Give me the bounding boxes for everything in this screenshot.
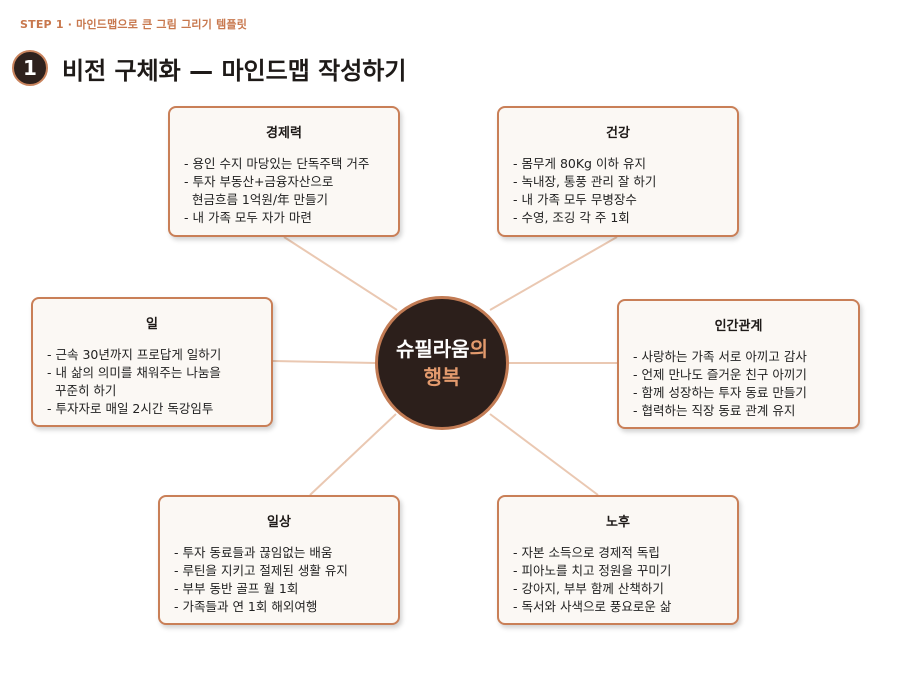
list-item: - 용인 수지 마당있는 단독주택 거주 (184, 156, 370, 171)
list-item: - 투자자로 매일 2시간 독강임투 (47, 401, 214, 416)
card-title: 노후 (606, 515, 630, 530)
card-daily: 일상 - 투자 동료들과 끊임없는 배움 - 루틴을 지키고 절제된 생활 유지… (158, 495, 400, 625)
card-title: 일 (146, 317, 158, 332)
card-work: 일 - 근속 30년까지 프로답게 일하기 - 내 삶의 의미를 채워주는 나눔… (31, 297, 273, 427)
central-topic-main: 슈필라움 (395, 337, 470, 361)
list-item: - 언제 만나도 즐거운 친구 아끼기 (633, 367, 807, 382)
card-retirement: 노후 - 자본 소득으로 경제적 독립 - 피아노를 치고 정원을 꾸미기 - … (497, 495, 739, 625)
connector-economy (283, 236, 398, 311)
list-item: 꾸준히 하기 (47, 383, 117, 398)
list-item: - 투자 부동산+금융자산으로 (184, 174, 334, 189)
section-header: 1 비전 구체화 — 마인드맵 작성하기 (12, 50, 406, 86)
list-item: - 부부 동반 골프 월 1회 (174, 581, 299, 596)
card-economy: 경제력 - 용인 수지 마당있는 단독주택 거주 - 투자 부동산+금융자산으로… (168, 106, 400, 237)
list-item: - 투자 동료들과 끊임없는 배움 (174, 545, 333, 560)
list-item: - 몸무게 80Kg 이하 유지 (513, 156, 646, 171)
central-topic-node: 슈필라움의 행복 (375, 296, 509, 430)
card-relations: 인간관계 - 사랑하는 가족 서로 아끼고 감사 - 언제 만나도 즐거운 친구… (617, 299, 860, 429)
central-topic-accent: 의 (469, 337, 488, 361)
list-item: 현금흐름 1억원/年 만들기 (184, 192, 329, 207)
card-title: 경제력 (266, 126, 302, 141)
list-item: - 내 삶의 의미를 채워주는 나눔을 (47, 365, 221, 380)
list-item: - 협력하는 직장 동료 관계 유지 (633, 403, 796, 418)
card-title: 인간관계 (714, 319, 763, 334)
list-item: - 사랑하는 가족 서로 아끼고 감사 (633, 349, 807, 364)
page-title: 비전 구체화 — 마인드맵 작성하기 (62, 56, 407, 85)
connector-health (489, 236, 618, 311)
connector-work (272, 360, 377, 364)
card-health: 건강 - 몸무게 80Kg 이하 유지 - 녹내장, 통풍 관리 잘 하기 - … (497, 106, 739, 237)
step-number-badge: 1 (12, 50, 48, 86)
list-item: - 가족들과 연 1회 해외여행 (174, 599, 318, 614)
list-item: - 강아지, 부부 함께 산책하기 (513, 581, 664, 596)
card-title: 일상 (267, 515, 291, 530)
list-item: - 수영, 조깅 각 주 1회 (513, 210, 630, 225)
list-item: - 루틴을 지키고 절제된 생활 유지 (174, 563, 348, 578)
connector-daily (309, 413, 397, 496)
list-item: - 함께 성장하는 투자 동료 만들기 (633, 385, 807, 400)
list-item: - 자본 소득으로 경제적 독립 (513, 545, 660, 560)
list-item: - 근속 30년까지 프로답게 일하기 (47, 347, 222, 362)
step-label: STEP 1 · 마인드맵으로 큰 그림 그리기 템플릿 (20, 18, 248, 31)
list-item: - 독서와 사색으로 풍요로운 삶 (513, 599, 672, 614)
central-topic-line2: 행복 (423, 365, 461, 389)
list-item: - 내 가족 모두 무병장수 (513, 192, 637, 207)
list-item: - 피아노를 치고 정원을 꾸미기 (513, 563, 672, 578)
connector-retirement (489, 413, 599, 496)
list-item: - 녹내장, 통풍 관리 잘 하기 (513, 174, 657, 189)
card-title: 건강 (606, 126, 630, 141)
list-item: - 내 가족 모두 자가 마련 (184, 210, 312, 225)
